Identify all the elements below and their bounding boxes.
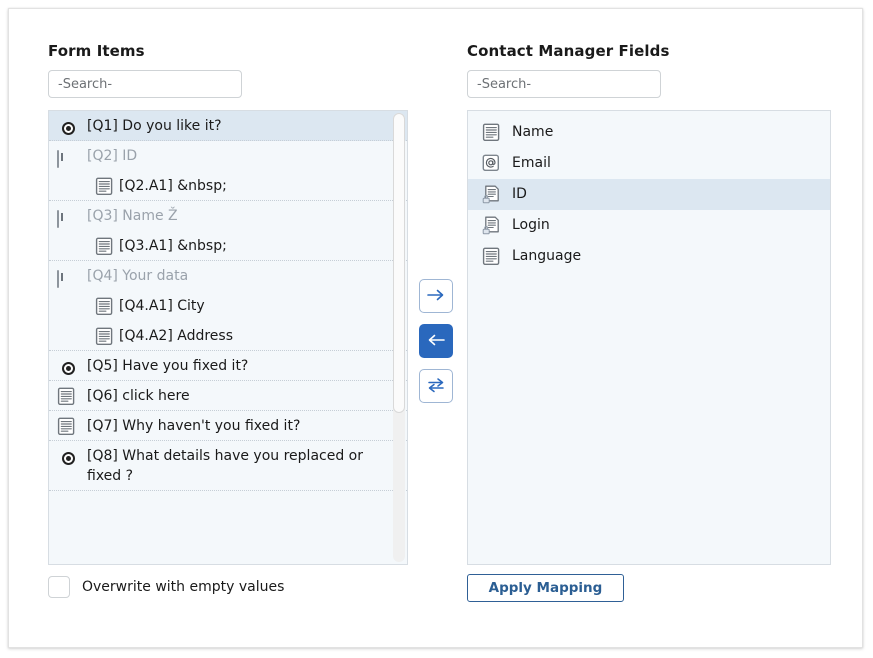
list-item-label: [Q2.A1] &nbsp;	[119, 178, 227, 194]
list-lines-icon	[95, 297, 117, 317]
arrow-right-icon	[426, 288, 446, 305]
radio-dot	[61, 451, 75, 465]
text-input-icon	[57, 267, 79, 288]
list-lines-icon	[57, 417, 79, 437]
overwrite-empty-values-checkbox[interactable]	[48, 576, 70, 598]
list-item[interactable]: [Q8] What details have you replaced or f…	[49, 441, 407, 491]
overwrite-empty-values-row[interactable]: Overwrite with empty values	[48, 576, 284, 598]
list-item-label: [Q4] Your data	[87, 268, 189, 284]
list-item-label: [Q5] Have you fixed it?	[87, 358, 249, 374]
list-item-label: Language	[512, 248, 582, 264]
text-input-icon	[57, 147, 79, 168]
swap-mapping-button[interactable]	[419, 369, 453, 403]
radio-button-icon	[57, 118, 79, 138]
list-lines-icon	[482, 123, 504, 143]
list-item[interactable]: [Q4.A1] City	[49, 291, 407, 321]
list-lines-icon	[482, 247, 504, 267]
list-item[interactable]: [Q7] Why haven't you fixed it?	[49, 411, 407, 441]
list-item-label: [Q3] Name Ž	[87, 208, 178, 224]
transfer-buttons	[419, 279, 475, 414]
list-item-label: [Q7] Why haven't you fixed it?	[87, 418, 301, 434]
swap-arrows-icon	[426, 377, 446, 396]
list-lines-icon	[57, 387, 79, 407]
radio-dot	[61, 121, 75, 135]
contact-fields-search-input[interactable]	[467, 70, 661, 98]
apply-mapping-button[interactable]: Apply Mapping	[467, 574, 624, 602]
form-items-panel: Form Items [Q1] Do you like it?[Q2] ID[Q…	[48, 42, 408, 565]
list-item-label: [Q8] What details have you replaced or f…	[87, 448, 363, 484]
list-item-label: [Q6] click here	[87, 388, 190, 404]
list-item-label: Login	[512, 217, 550, 233]
mapping-dialog: Form Items [Q1] Do you like it?[Q2] ID[Q…	[8, 8, 863, 648]
locked-list-lines-icon	[482, 216, 504, 236]
form-items-search-input[interactable]	[48, 70, 242, 98]
list-item[interactable]: Language	[468, 241, 830, 272]
list-lines-icon	[95, 327, 117, 347]
list-lines-icon	[95, 177, 117, 197]
radio-dot	[61, 361, 75, 375]
list-item[interactable]: [Q6] click here	[49, 381, 407, 411]
radio-button-icon	[57, 448, 79, 468]
list-lines-icon	[95, 237, 117, 257]
text-input-box	[57, 150, 59, 168]
list-item[interactable]: [Q1] Do you like it?	[49, 111, 407, 141]
list-item-label: [Q3.A1] &nbsp;	[119, 238, 227, 254]
list-item[interactable]: Login	[468, 210, 830, 241]
list-item[interactable]: [Q2] ID	[49, 141, 407, 171]
form-items-list[interactable]: [Q1] Do you like it? [Q2] ID [Q2.A1] &nbsp…	[48, 110, 408, 565]
arrow-left-icon	[426, 333, 446, 350]
form-items-scrollbar[interactable]	[393, 113, 405, 562]
form-items-title: Form Items	[48, 42, 145, 60]
list-item[interactable]: Email	[468, 148, 830, 179]
contact-manager-fields-title: Contact Manager Fields	[467, 42, 670, 60]
list-item[interactable]: [Q4] Your data	[49, 261, 407, 291]
form-items-list-scroll[interactable]: [Q1] Do you like it? [Q2] ID [Q2.A1] &nbsp…	[49, 111, 407, 564]
at-sign-icon	[482, 154, 504, 174]
radio-button-icon	[57, 358, 79, 378]
list-item[interactable]: [Q4.A2] Address	[49, 321, 407, 351]
list-item-label: ID	[512, 186, 527, 202]
text-input-box	[57, 270, 59, 288]
list-item[interactable]: [Q2.A1] &nbsp;	[49, 171, 407, 201]
overwrite-empty-values-label: Overwrite with empty values	[82, 579, 285, 595]
map-to-right-button[interactable]	[419, 279, 453, 313]
list-item[interactable]: Name	[468, 117, 830, 148]
list-item[interactable]: [Q5] Have you fixed it?	[49, 351, 407, 381]
list-item[interactable]: [Q3.A1] &nbsp;	[49, 231, 407, 261]
locked-list-lines-icon	[482, 185, 504, 205]
list-item-label: Name	[512, 124, 554, 140]
list-item-label: [Q4.A1] City	[119, 298, 205, 314]
list-item[interactable]: ID	[468, 179, 830, 210]
form-items-scrollbar-thumb[interactable]	[393, 113, 405, 413]
list-item-label: [Q4.A2] Address	[119, 328, 233, 344]
text-input-box	[57, 210, 59, 228]
list-item[interactable]: [Q3] Name Ž	[49, 201, 407, 231]
list-item-label: [Q2] ID	[87, 148, 138, 164]
map-to-left-button[interactable]	[419, 324, 453, 358]
text-input-icon	[57, 207, 79, 228]
list-item-label: Email	[512, 155, 551, 171]
list-item-label: [Q1] Do you like it?	[87, 118, 222, 134]
